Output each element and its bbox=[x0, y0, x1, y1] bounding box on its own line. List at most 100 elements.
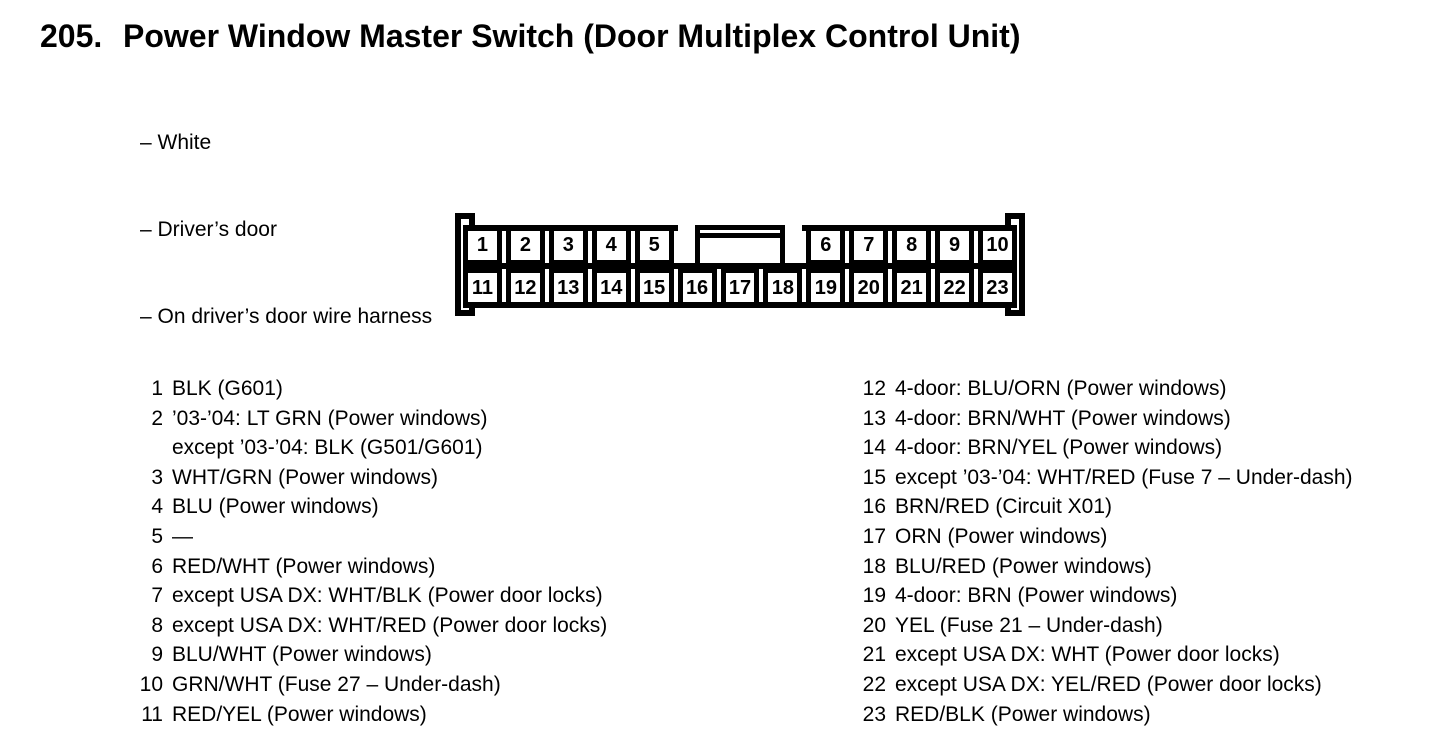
pin-description: ORN (Power windows) bbox=[895, 524, 1108, 548]
pin-number: 12 bbox=[862, 377, 886, 400]
pin-number: 5 bbox=[151, 524, 163, 548]
pin-number: 14 bbox=[862, 436, 886, 460]
pin-description: GRN/WHT (Fuse 27 – Under-dash) bbox=[172, 672, 501, 696]
pin-row: 22 except USA DX: YEL/RED (Power door loc… bbox=[856, 670, 1353, 700]
pin-row: 3 WHT/GRN (Power windows) bbox=[136, 463, 607, 493]
pin-description: BLU/WHT (Power windows) bbox=[172, 643, 432, 667]
keyway-gap bbox=[677, 225, 803, 265]
pin-row: 18 BLU/RED (Power windows) bbox=[856, 552, 1353, 582]
pin-cell: 4 bbox=[591, 225, 631, 265]
note-line: – Driver’s door bbox=[140, 218, 277, 241]
pin-row: 10 GRN/WHT (Fuse 27 – Under-dash) bbox=[136, 670, 607, 700]
pin-description: BLU (Power windows) bbox=[172, 495, 379, 519]
pin-description: RED/BLK (Power windows) bbox=[895, 702, 1151, 726]
pin-description: — bbox=[172, 524, 193, 548]
pin-description: BLU/RED (Power windows) bbox=[895, 554, 1152, 578]
connector-notes: – White – Driver’s door – On driver’s do… bbox=[140, 70, 432, 389]
pin-description: except USA DX: WHT/BLK (Power door locks… bbox=[172, 584, 603, 608]
pin-row: 12 4-door: BLU/ORN (Power windows) bbox=[856, 374, 1353, 404]
pin-row: 11 RED/YEL (Power windows) bbox=[136, 700, 607, 730]
pin-row: 21 except USA DX: WHT (Power door locks) bbox=[856, 640, 1353, 670]
pin-cell: 9 bbox=[935, 225, 975, 265]
pin-number: 6 bbox=[151, 554, 163, 578]
pin-cell: 6 bbox=[806, 225, 846, 265]
connector-bottom-edge bbox=[463, 302, 1017, 308]
pin-description: except USA DX: WHT/RED (Power door locks… bbox=[172, 613, 608, 637]
connector-row-divider bbox=[463, 263, 1017, 269]
pin-number: 16 bbox=[862, 495, 886, 519]
note-line: – White bbox=[140, 131, 212, 154]
pin-cell: 8 bbox=[892, 225, 932, 265]
pin-number: 19 bbox=[862, 584, 886, 608]
pin-number: 1 bbox=[151, 377, 163, 400]
pin-cell: 17 bbox=[720, 268, 760, 308]
pin-description: 4-door: BRN/YEL (Power windows) bbox=[895, 436, 1223, 460]
pin-row: 1 BLK (G601) bbox=[136, 374, 607, 404]
pin-number: 15 bbox=[862, 465, 886, 489]
pin-number: 21 bbox=[862, 643, 886, 667]
pin-cell: 5 bbox=[634, 225, 674, 265]
pin-row: 6 RED/WHT (Power windows) bbox=[136, 552, 607, 582]
pin-number: 20 bbox=[862, 613, 886, 637]
pin-row: 16 BRN/RED (Circuit X01) bbox=[856, 492, 1353, 522]
pin-cell: 16 bbox=[677, 268, 717, 308]
pin-number: 23 bbox=[862, 702, 886, 726]
pin-description: 4-door: BRN (Power windows) bbox=[895, 584, 1178, 608]
pin-description: except USA DX: YEL/RED (Power door locks… bbox=[895, 672, 1322, 696]
pin-number: 2 bbox=[151, 406, 163, 430]
connector-body: 1 2 3 4 5 6 7 8 9 10 11 12 13 14 15 16 1… bbox=[463, 225, 1017, 308]
pin-number: 3 bbox=[151, 465, 163, 489]
pin-number: 7 bbox=[151, 584, 163, 608]
pin-description: RED/YEL (Power windows) bbox=[172, 702, 427, 726]
pin-row: 15 except ’03-’04: WHT/RED (Fuse 7 – Unde… bbox=[856, 463, 1353, 493]
pin-cell: 18 bbox=[763, 268, 803, 308]
pin-description: RED/WHT (Power windows) bbox=[172, 554, 436, 578]
pin-description: BRN/RED (Circuit X01) bbox=[895, 495, 1113, 519]
section-title-text: Power Window Master Switch (Door Multipl… bbox=[123, 18, 1021, 54]
pin-row: 7 except USA DX: WHT/BLK (Power door lock… bbox=[136, 581, 607, 611]
pin-description: 4-door: BLU/ORN (Power windows) bbox=[895, 377, 1227, 400]
section-number: 205. bbox=[40, 18, 103, 54]
pin-number: 11 bbox=[141, 702, 163, 726]
pin-cell: 19 bbox=[806, 268, 846, 308]
pin-description: YEL (Fuse 21 – Under-dash) bbox=[895, 613, 1163, 637]
pin-row: 17 ORN (Power windows) bbox=[856, 522, 1353, 552]
pin-row: 13 4-door: BRN/WHT (Power windows) bbox=[856, 404, 1353, 434]
pin-number: 9 bbox=[151, 643, 163, 667]
pin-number: 8 bbox=[151, 613, 163, 637]
pin-number: 13 bbox=[862, 406, 886, 430]
pin-cell: 2 bbox=[505, 225, 545, 265]
pin-description: except USA DX: WHT (Power door locks) bbox=[895, 643, 1280, 667]
pin-description: except ’03-’04: WHT/RED (Fuse 7 – Under-… bbox=[895, 465, 1353, 489]
pin-number bbox=[136, 433, 163, 463]
pin-row: 5— bbox=[136, 522, 607, 552]
pin-row: 4 BLU (Power windows) bbox=[136, 492, 607, 522]
pin-row: 19 4-door: BRN (Power windows) bbox=[856, 581, 1353, 611]
pin-number: 10 bbox=[139, 672, 163, 696]
pin-row: 2 ’03-’04: LT GRN (Power windows) bbox=[136, 404, 607, 434]
pin-list-right: 12 4-door: BLU/ORN (Power windows) 13 4-do… bbox=[856, 374, 1353, 729]
page-title: 205. Power Window Master Switch (Door Mu… bbox=[40, 16, 1020, 56]
pin-number: 17 bbox=[862, 524, 886, 548]
pin-row: 20 YEL (Fuse 21 – Under-dash) bbox=[856, 611, 1353, 641]
keyway-slot bbox=[694, 225, 785, 265]
pin-row: 23 RED/BLK (Power windows) bbox=[856, 700, 1353, 730]
connector-diagram: 1 2 3 4 5 6 7 8 9 10 11 12 13 14 15 16 1… bbox=[455, 213, 1025, 316]
pin-number: 18 bbox=[862, 554, 886, 578]
note-line: – On driver’s door wire harness bbox=[140, 305, 433, 328]
pin-row: 14 4-door: BRN/YEL (Power windows) bbox=[856, 433, 1353, 463]
pin-number: 22 bbox=[862, 672, 886, 696]
pin-description: WHT/GRN (Power windows) bbox=[172, 465, 439, 489]
pin-cell: 11 bbox=[463, 268, 502, 308]
pin-row: 8 except USA DX: WHT/RED (Power door lock… bbox=[136, 611, 607, 641]
pin-description: BLK (G601) bbox=[172, 377, 283, 400]
pin-description: except ’03-’04: BLK (G501/G601) bbox=[172, 436, 483, 460]
pin-description: ’03-’04: LT GRN (Power windows) bbox=[172, 406, 488, 430]
pin-description: 4-door: BRN/WHT (Power windows) bbox=[895, 406, 1231, 430]
pin-cell: 7 bbox=[849, 225, 889, 265]
pin-number: 4 bbox=[151, 495, 163, 519]
pin-cell: 3 bbox=[548, 225, 588, 265]
pin-row: 9 BLU/WHT (Power windows) bbox=[136, 640, 607, 670]
pin-list-left: 1 BLK (G601) 2 ’03-’04: LT GRN (Power wind… bbox=[136, 374, 608, 730]
